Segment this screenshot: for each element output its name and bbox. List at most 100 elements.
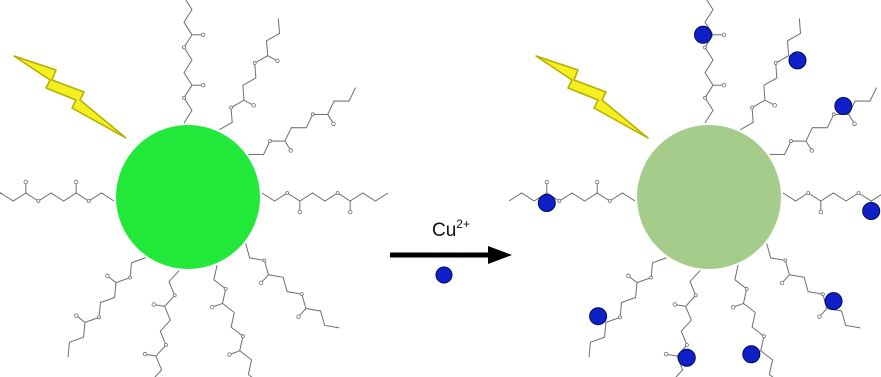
oxygen-atom: [663, 351, 669, 357]
carbonyl-bond: [77, 316, 86, 323]
oxygen-atom: [209, 304, 215, 310]
nitrogen-atom: [856, 191, 861, 195]
oxygen-atom: [348, 209, 353, 215]
nanoparticle-core: [116, 125, 260, 269]
carbonyl-bond: [262, 274, 269, 282]
nitrogen-atom: [86, 199, 91, 203]
carbonyl-bond: [213, 302, 223, 307]
ligand-chain: [182, 0, 206, 124]
carbonyl-bond: [146, 353, 156, 357]
oxygen-atom: [721, 82, 727, 88]
nitrogen-atom: [182, 95, 186, 100]
carbonyl-bond: [155, 304, 165, 307]
ligand-backbone: [261, 192, 389, 202]
carbonyl-bond: [676, 304, 686, 307]
lightning-bolt-icon: [535, 55, 649, 139]
ligand-chain: [782, 191, 881, 220]
nitrogen-atom: [744, 286, 749, 291]
nitrogen-atom: [649, 275, 653, 280]
ligand-backbone: [67, 257, 146, 358]
carbonyl-bond: [108, 276, 117, 284]
ligand-backbone: [245, 243, 340, 329]
oxygen-atom: [817, 314, 822, 319]
oxygen-atom: [721, 32, 727, 37]
ligand-backbone: [739, 18, 802, 131]
nitrogen-atom: [36, 199, 41, 203]
oxygen-atom: [672, 302, 678, 307]
carbonyl-bond: [820, 308, 828, 316]
oxygen-atom: [626, 273, 631, 279]
nitrogen-atom: [223, 286, 228, 291]
ligand-chain: [261, 191, 389, 215]
carbonyl-bond: [848, 114, 854, 123]
copper-ion-dot: [694, 25, 712, 44]
carbonyl-bond: [243, 99, 253, 105]
ligand-backbone: [769, 87, 877, 156]
nitrogen-atom: [262, 258, 267, 263]
nitrogen-atom: [703, 95, 707, 100]
carbonyl-bond: [267, 55, 276, 61]
nitrogen-atom: [335, 191, 340, 195]
oxygen-atom: [74, 313, 79, 318]
ligand-chain: [248, 87, 356, 156]
nitrogen-atom: [703, 45, 707, 50]
nitrogen-atom: [164, 343, 168, 347]
nitrogen-atom: [618, 315, 622, 320]
ligand-chain: [730, 265, 774, 377]
oxygen-atom: [296, 314, 301, 319]
carbonyl-bond: [231, 350, 240, 355]
ligand-chain: [769, 87, 877, 156]
nitrogen-atom: [773, 61, 778, 65]
ligand-chain: [209, 265, 253, 377]
ligand-backbone: [218, 18, 281, 131]
ligand-chain: [0, 179, 115, 203]
ligand-backbone: [183, 0, 193, 124]
quenched-nanoparticle-panel: [508, 0, 881, 377]
carbonyl-bond: [327, 114, 333, 123]
nitrogen-atom: [241, 334, 245, 339]
ligand-backbone: [588, 257, 667, 358]
copper-ion-dot: [862, 202, 881, 220]
ligand-backbone: [766, 243, 861, 329]
ligand-backbone: [508, 192, 636, 202]
oxygen-atom: [200, 32, 206, 37]
copper-ion-dot: [824, 292, 843, 311]
oxygen-atom: [779, 280, 785, 286]
ligand-backbone: [704, 0, 714, 124]
ligand-chain: [508, 179, 636, 212]
copper-ion-dot: [589, 307, 608, 326]
nitrogen-atom: [252, 61, 257, 65]
nitrogen-atom: [268, 139, 272, 143]
oxygen-atom: [151, 302, 157, 307]
oxygen-atom: [73, 179, 79, 185]
ligand-backbone: [154, 270, 180, 377]
ligand-backbone: [0, 192, 115, 202]
oxygen-atom: [23, 179, 28, 185]
copper-ion-dot: [834, 96, 853, 115]
nitrogen-atom: [557, 199, 562, 203]
nitrogen-atom: [831, 112, 836, 117]
oxygen-atom: [275, 58, 280, 64]
nitrogen-atom: [750, 105, 754, 110]
copper-ion-dot: [677, 348, 696, 367]
nitrogen-atom: [789, 139, 793, 143]
oxygen-atom: [288, 148, 293, 153]
ligand-chain: [739, 18, 807, 131]
ligand-backbone: [213, 265, 253, 377]
copper-ion-dot: [537, 194, 556, 212]
nitrogen-atom: [285, 191, 290, 195]
arrow-head: [488, 246, 512, 264]
oxygen-atom: [251, 103, 256, 108]
carbonyl-bond: [299, 308, 307, 316]
nitrogen-atom: [229, 105, 233, 110]
carbonyl-bond: [284, 140, 291, 150]
carbonyl-bond: [783, 274, 790, 282]
ligand-chain: [766, 243, 861, 329]
nitrogen-atom: [310, 112, 315, 117]
reaction-arrow: [390, 246, 512, 264]
ligand-backbone: [734, 265, 774, 377]
fluorescent-nanoparticle-panel: [0, 0, 389, 377]
oxygen-atom: [297, 209, 302, 215]
oxygen-atom: [730, 304, 736, 310]
